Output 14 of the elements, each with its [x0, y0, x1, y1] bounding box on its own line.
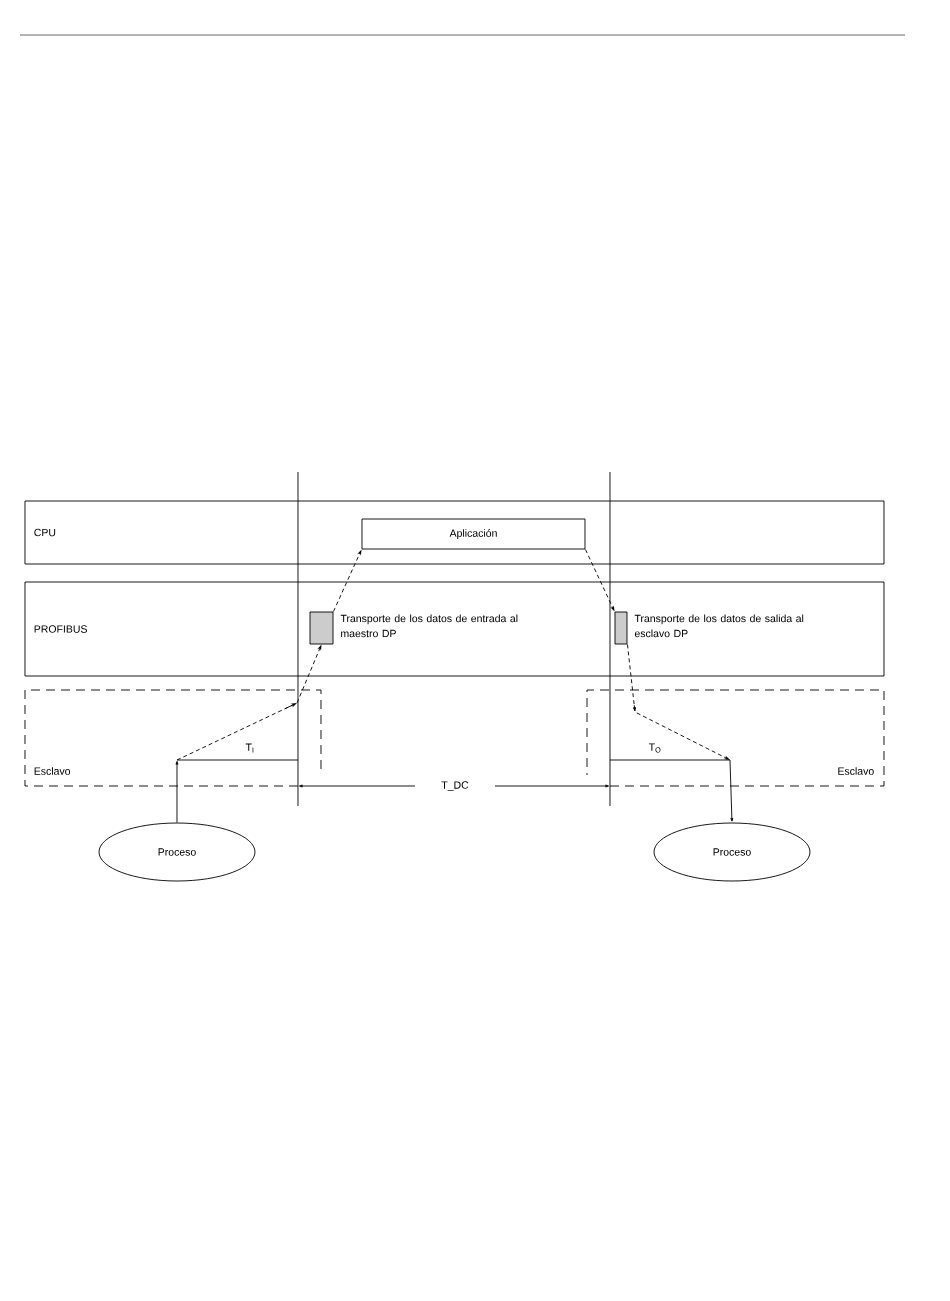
arrow	[175, 760, 179, 823]
transfer-box	[614, 611, 628, 645]
dimension-label: T$_{I}$	[245, 743, 254, 753]
process-box: Aplicación	[361, 518, 586, 550]
arrow	[176, 645, 322, 761]
box-caption: Transporte de los datos de salida al esclavo DP	[634, 614, 804, 638]
dimension-label: T_DC	[441, 781, 469, 791]
arrow	[627, 644, 730, 760]
arrow	[585, 549, 615, 611]
arrow	[729, 759, 734, 822]
arrow	[333, 550, 362, 612]
box-caption: Transporte de los datos de entrada al maestro DP	[340, 614, 518, 638]
transfer-box	[309, 611, 334, 645]
dimension-label: T$_{O}$	[648, 743, 661, 753]
